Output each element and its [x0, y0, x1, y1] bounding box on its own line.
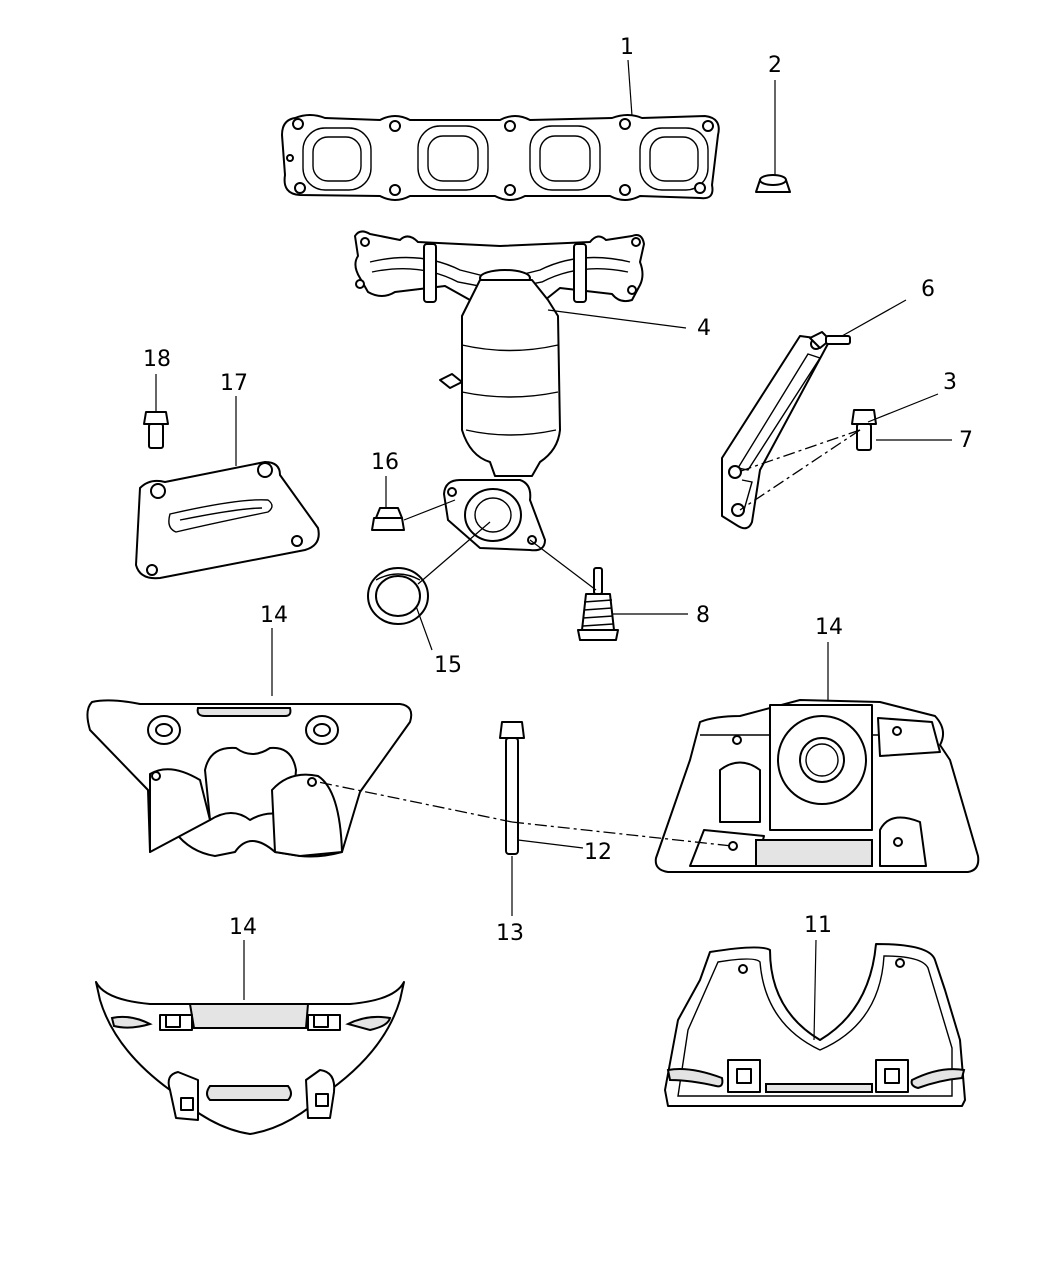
support-bracket	[721, 335, 831, 530]
bolt	[809, 331, 851, 349]
flange-bolt	[851, 409, 877, 451]
callout-17: 17	[220, 371, 248, 396]
heat-shield-upper-left	[86, 699, 413, 858]
flange-nut	[371, 507, 405, 531]
callout-11: 11	[804, 913, 832, 938]
callout-16: 16	[371, 450, 399, 475]
leader-lines	[155, 59, 952, 1041]
heat-shield-small	[135, 461, 320, 580]
callout-13: 13	[496, 921, 524, 946]
callout-6: 6	[921, 277, 935, 302]
stud	[577, 567, 619, 641]
callout-14-lower-left: 14	[229, 915, 257, 940]
callout-15: 15	[434, 653, 462, 678]
callout-labels: 1 2 4 6 3 7 18 17 16 8 15 14 14 12 13 14…	[143, 35, 973, 946]
heat-shield-upper-right	[654, 699, 980, 873]
callout-8: 8	[696, 603, 710, 628]
gasket-ring	[367, 567, 429, 625]
callout-18: 18	[143, 347, 171, 372]
callout-4: 4	[697, 316, 711, 341]
outlet-flange	[443, 479, 546, 552]
exhaust-manifold-catalytic-converter	[354, 230, 645, 477]
callout-3: 3	[943, 370, 957, 395]
callout-1: 1	[620, 35, 634, 60]
callout-12: 12	[584, 840, 612, 865]
heat-shield-lower-left	[95, 981, 405, 1135]
heat-shield-bolt	[143, 411, 169, 449]
callout-7: 7	[959, 428, 973, 453]
callout-14-upper-right: 14	[815, 615, 843, 640]
manifold-gasket	[281, 114, 720, 201]
callout-2: 2	[768, 53, 782, 78]
long-bolt	[499, 721, 525, 855]
callout-14-upper-left: 14	[260, 603, 288, 628]
nut	[755, 174, 791, 193]
heat-shield-lower-right	[664, 943, 966, 1107]
